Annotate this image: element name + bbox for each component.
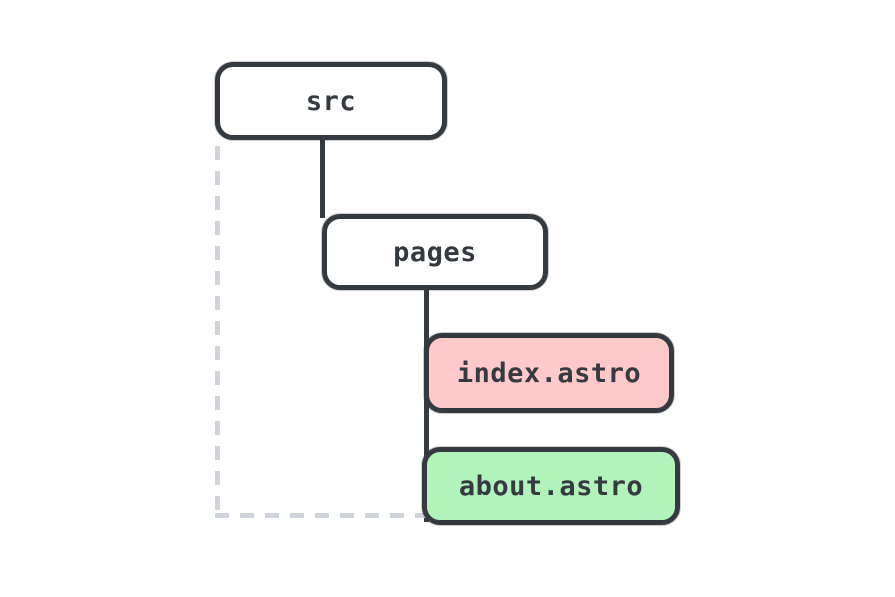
node-about-astro-label: about.astro [458,470,644,502]
node-pages-folder: pages [322,214,548,290]
node-src-folder: src [215,62,447,140]
edge-src-to-pages [320,138,325,218]
node-index-astro-label: index.astro [456,357,642,389]
edge-dashed-horizontal [215,513,427,518]
node-about-astro-file: about.astro [422,447,680,525]
node-pages-label: pages [393,236,477,268]
edge-dashed-vertical [215,146,220,516]
node-index-astro-file: index.astro [424,333,674,413]
node-src-label: src [305,85,357,117]
